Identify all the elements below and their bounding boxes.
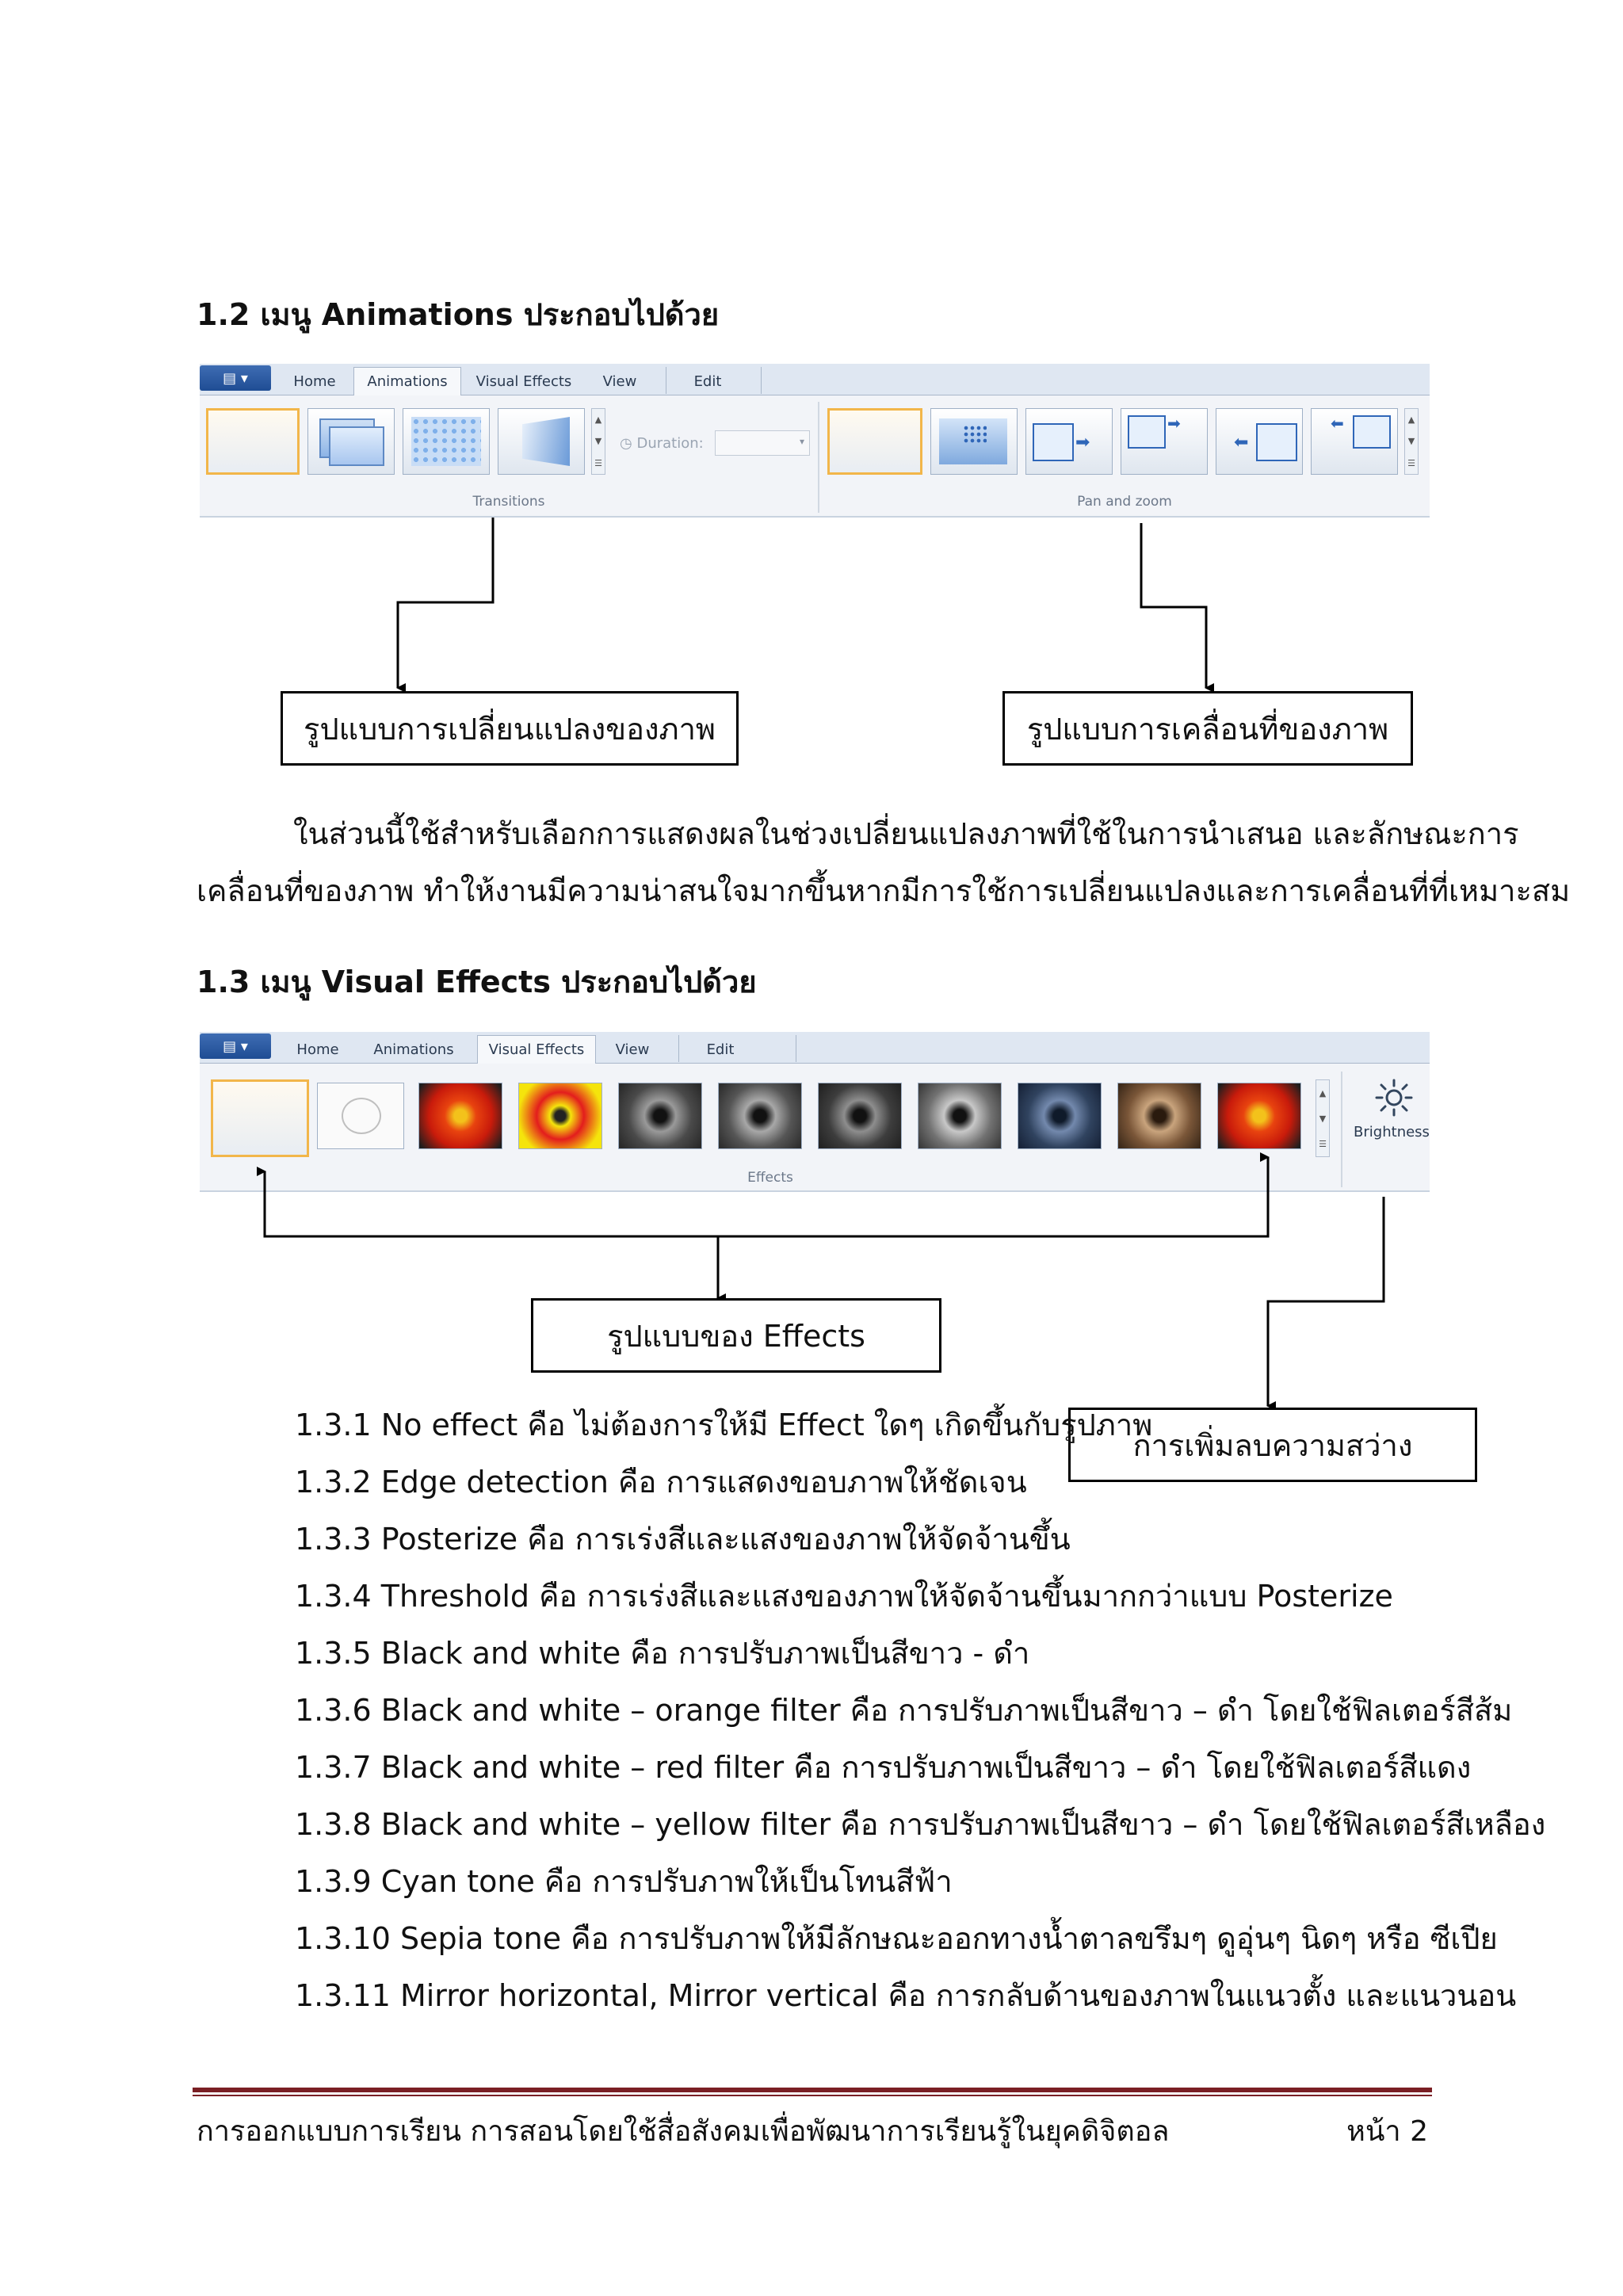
- effect-cyan-tone-tile[interactable]: [1018, 1083, 1102, 1149]
- tab-animations[interactable]: Animations: [353, 367, 461, 395]
- tab-edit[interactable]: Edit: [706, 1041, 735, 1058]
- callout-effects: รูปแบบของ Effects: [531, 1298, 941, 1373]
- effect-edge-detection-tile[interactable]: [317, 1083, 404, 1149]
- list-item: 1.3.11 Mirror horizontal, Mirror vertica…: [295, 1978, 1517, 2013]
- pan-zoom-none-tile[interactable]: [827, 408, 922, 475]
- animations-ribbon: ▤ ▾ Home Animations Visual Effects View …: [200, 364, 1430, 518]
- footer-rule-thin: [193, 2095, 1432, 2096]
- list-item: 1.3.3 Posterize คือ การเร่งสีและแสงของภา…: [295, 1522, 1071, 1557]
- pan-zoom-left-tile[interactable]: ⬅: [1216, 408, 1303, 475]
- transition-page-tile[interactable]: [498, 408, 585, 475]
- list-item: 1.3.4 Threshold คือ การเร่งสีและแสงของภา…: [295, 1579, 1393, 1614]
- effect-sepia-tone-tile[interactable]: [1117, 1083, 1201, 1149]
- list-item: 1.3.2 Edge detection คือ การแสดงขอบภาพให…: [295, 1465, 1027, 1499]
- tab-visual-effects[interactable]: Visual Effects: [477, 1035, 596, 1064]
- app-menu-button[interactable]: ▤ ▾: [200, 365, 271, 391]
- footer-title: การออกแบบการเรียน การสอนโดยใช้สื่อสังคมเ…: [197, 2115, 1170, 2148]
- effect-threshold-tile[interactable]: [518, 1083, 602, 1149]
- brightness-button[interactable]: Brightness: [1352, 1073, 1430, 1160]
- effect-mirror-tile[interactable]: [1217, 1083, 1301, 1149]
- effect-no-effect-tile[interactable]: [211, 1079, 309, 1157]
- effect-bw-red-filter-tile[interactable]: [818, 1083, 902, 1149]
- section-1-2-paragraph-line-1: ในส่วนนี้ใช้สำหรับเลือกการแสดงผลในช่วงเป…: [293, 816, 1519, 851]
- effect-black-white-tile[interactable]: [618, 1083, 702, 1149]
- effects-description-list: 1.3.1 No effect คือ ไม่ต้องการให้มี Effe…: [295, 1396, 1545, 2024]
- brightness-label: Brightness: [1354, 1124, 1430, 1140]
- ribbon-tab-bar: ▤ ▾ Home Animations Visual Effects View …: [200, 364, 1430, 395]
- tab-home[interactable]: Home: [293, 372, 336, 390]
- callout-transitions: รูปแบบการเปลี่ยนแปลงของภาพ: [281, 691, 739, 766]
- tab-view[interactable]: View: [602, 372, 637, 390]
- list-item: 1.3.6 Black and white – orange filter คื…: [295, 1693, 1513, 1728]
- group-label-transitions: Transitions: [472, 494, 545, 510]
- group-label-pan-zoom: Pan and zoom: [1077, 494, 1172, 510]
- pan-zoom-zoom-in-tile[interactable]: [930, 408, 1018, 475]
- transition-crossfade-tile[interactable]: [307, 408, 395, 475]
- effect-bw-orange-filter-tile[interactable]: [718, 1083, 802, 1149]
- transitions-gallery-scroller[interactable]: ▲▼☰: [591, 408, 605, 475]
- list-item: 1.3.7 Black and white – red filter คือ ก…: [295, 1750, 1472, 1785]
- callout-brightness: การเพิ่มลบความสว่าง: [1068, 1408, 1477, 1482]
- effect-posterize-tile[interactable]: [418, 1083, 502, 1149]
- tab-view[interactable]: View: [615, 1041, 650, 1058]
- section-1-2-paragraph-line-2: เคลื่อนที่ของภาพ ทำให้งานมีความน่าสนใจมา…: [197, 873, 1571, 908]
- list-item: 1.3.1 No effect คือ ไม่ต้องการให้มี Effe…: [295, 1408, 1153, 1442]
- footer-rule-thick: [193, 2088, 1432, 2092]
- pan-zoom-up-right-tile[interactable]: ➡: [1121, 408, 1208, 475]
- tab-home[interactable]: Home: [296, 1041, 339, 1058]
- chevron-down-icon: ▾: [799, 436, 804, 447]
- list-item: 1.3.10 Sepia tone คือ การปรับภาพให้มีลัก…: [295, 1921, 1498, 1956]
- section-1-3-heading: 1.3 เมนู Visual Effects ประกอบไปด้วย: [197, 965, 757, 999]
- duration-icon: ◷: [620, 435, 632, 452]
- duration-dropdown[interactable]: ▾: [715, 430, 810, 456]
- tab-edit[interactable]: Edit: [693, 372, 722, 390]
- app-menu-button[interactable]: ▤ ▾: [200, 1033, 271, 1059]
- ribbon-tab-bar: ▤ ▾ Home Animations Visual Effects View …: [200, 1032, 1430, 1064]
- list-item: 1.3.8 Black and white – yellow filter คื…: [295, 1807, 1546, 1842]
- tab-visual-effects[interactable]: Visual Effects: [475, 372, 572, 390]
- pan-zoom-gallery-scroller[interactable]: ▲▼☰: [1404, 408, 1419, 475]
- tab-animations[interactable]: Animations: [373, 1041, 454, 1058]
- effect-bw-yellow-filter-tile[interactable]: [918, 1083, 1002, 1149]
- transition-mosaic-tile[interactable]: [403, 408, 490, 475]
- pan-zoom-up-left-tile[interactable]: ⬅: [1311, 408, 1398, 475]
- list-item: 1.3.9 Cyan tone คือ การปรับภาพให้เป็นโทน…: [295, 1864, 953, 1899]
- list-item: 1.3.5 Black and white คือ การปรับภาพเป็น…: [295, 1636, 1030, 1671]
- page-number: หน้า 2: [1346, 2115, 1428, 2148]
- pan-zoom-right-tile[interactable]: ➡: [1025, 408, 1113, 475]
- callout-pan-zoom: รูปแบบการเคลื่อนที่ของภาพ: [1002, 691, 1413, 766]
- duration-label: Duration:: [636, 435, 704, 452]
- duration-label-group: ◷ Duration:: [620, 435, 704, 452]
- sun-icon: [1375, 1079, 1413, 1117]
- section-1-2-heading: 1.2 เมนู Animations ประกอบไปด้วย: [197, 297, 720, 332]
- transition-none-tile[interactable]: [206, 408, 300, 475]
- effects-gallery-scroller[interactable]: ▲▼☰: [1316, 1079, 1330, 1157]
